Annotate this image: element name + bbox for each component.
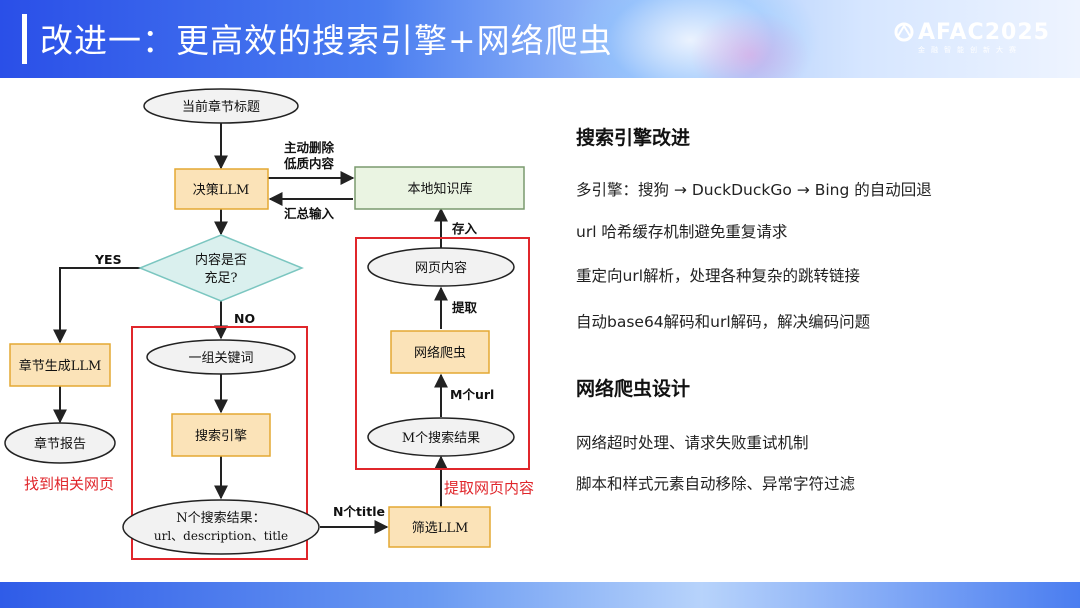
n-results-label-1: N个搜索结果： [176,511,265,526]
content-enough-label-1: 内容是否 [195,252,247,268]
m-url-label: M个url [450,387,494,402]
logo-subtext: 金融智能创新大赛 [918,46,1022,54]
chapter-gen-llm-label: 章节生成LLM [19,358,102,374]
header-banner: 改进一：更高效的搜索引擎+网络爬虫 AFAC2025 金融智能创新大赛 [0,0,1080,78]
remove-label-1: 主动删除 [284,140,335,155]
n-results-node [122,499,320,555]
search-item-3: 重定向url解析，处理各种复杂的跳转链接 [576,267,861,285]
logo-text: AFAC2025 [918,20,1050,45]
decision-llm-label: 决策LLM [193,182,250,198]
header-decoration [560,0,820,78]
chapter-report-node [4,422,116,464]
keywords-node [146,339,296,375]
footer-banner [0,582,1080,608]
chapter-gen-llm-node [9,343,111,387]
extract-content-group [355,237,530,470]
extract-content-label: 提取网页内容 [444,479,534,497]
page-content-node [367,247,515,287]
current-title-node [143,88,299,124]
page-title: 改进一：更高效的搜索引擎+网络爬虫 [40,21,613,60]
crawler-item-2: 脚本和样式元素自动移除、异常字符过滤 [576,475,856,493]
flowchart: 当前章节标题 决策LLM 本地知识库 内容是否 充足? 章节生成LLM 章节报告… [4,88,534,560]
keywords-label: 一组关键词 [188,351,253,366]
title-accent-bar [22,14,27,64]
content-enough-node [138,234,304,302]
summary-input-label: 汇总输入 [284,206,335,221]
knowledge-base-label: 本地知识库 [407,181,472,197]
header-decoration-accent [690,10,810,78]
content-enough-label-2: 充足? [205,270,238,286]
filter-llm-label: 筛选LLM [412,521,469,536]
yes-label: YES [94,252,122,267]
no-label: NO [234,311,255,326]
find-pages-group [131,326,308,560]
search-item-4: 自动base64解码和url解码，解决编码问题 [576,313,871,331]
n-results-label-2: url、description、title [154,529,288,543]
current-title-label: 当前章节标题 [182,99,260,115]
crawler-heading: 网络爬虫设计 [576,378,691,400]
arrow-yes [53,267,142,344]
store-label: 存入 [451,221,478,236]
search-engine-node [171,413,271,457]
chapter-report-label: 章节报告 [34,436,86,452]
find-pages-label: 找到相关网页 [24,475,114,493]
page-content-label: 网页内容 [415,260,467,276]
afac-logo: AFAC2025 金融智能创新大赛 [894,18,1064,58]
search-engine-label: 搜索引擎 [195,429,247,444]
search-item-1: 多引擎：搜狗 → DuckDuckGo → Bing 的自动回退 [576,181,932,199]
m-results-label: M个搜索结果 [402,431,480,446]
knowledge-base-node [354,166,525,210]
crawler-label: 网络爬虫 [414,345,466,361]
search-engine-heading: 搜索引擎改进 [576,127,691,149]
remove-label-2: 低质内容 [283,156,335,171]
m-results-node [367,417,515,457]
crawler-item-1: 网络超时处理、请求失败重试机制 [576,434,809,452]
extract-label: 提取 [452,300,478,315]
n-title-label: N个title [333,504,385,519]
afac-logo-icon [894,22,914,42]
decision-llm-node [174,168,269,210]
crawler-node [390,330,490,374]
filter-llm-node [388,506,491,548]
search-item-2: url 哈希缓存机制避免重复请求 [576,223,788,241]
